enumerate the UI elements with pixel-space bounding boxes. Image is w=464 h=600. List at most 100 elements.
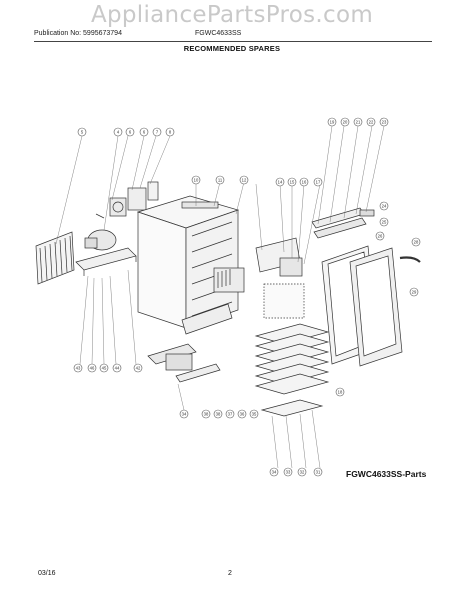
callouts-top-left: 5 4 6 6 7 8: [77, 127, 175, 137]
callouts-top-middle: 10 11 12: [191, 175, 249, 185]
callout-bubble: 28: [411, 237, 421, 247]
callout-number: 22: [369, 120, 374, 125]
callouts-bottom-middle: 34 38 38 37 36 35: [179, 409, 259, 419]
callout-bubble: 15: [287, 177, 297, 187]
callout-number: 16: [302, 180, 307, 185]
callout-number: 26: [378, 234, 383, 239]
callouts-side: 18: [335, 387, 345, 397]
callout-bubble: 25: [379, 217, 389, 227]
callout-number: 7: [156, 130, 159, 135]
callout-number: 5: [81, 130, 84, 135]
callout-number: 15: [290, 180, 295, 185]
callout-bubble: 22: [366, 117, 376, 127]
callout-number: 31: [316, 470, 321, 475]
callout-bubble: 17: [313, 177, 323, 187]
callout-bubble: 42: [133, 363, 143, 373]
model-number: FGWC4633SS: [195, 30, 242, 37]
callout-bubble: 5: [77, 127, 87, 137]
callout-bubble: 10: [191, 175, 201, 185]
callout-bubble: 21: [353, 117, 363, 127]
callout-number: 29: [412, 290, 417, 295]
callouts-top-right: 19 20 21 22 23 24 25 26 28 29: [327, 117, 421, 297]
callout-bubble: 14: [275, 177, 285, 187]
callout-number: 14: [278, 180, 283, 185]
callout-bubble: 45: [99, 363, 109, 373]
callout-number: 4: [117, 130, 120, 135]
callout-bubble: 20: [340, 117, 350, 127]
callout-number: 10: [194, 178, 199, 183]
callout-number: 45: [102, 366, 107, 371]
condenser-grille: [35, 231, 75, 285]
callout-bubble: 16: [299, 177, 309, 187]
callout-number: 12: [242, 178, 247, 183]
callout-number: 17: [316, 180, 321, 185]
callout-number: 33: [286, 470, 291, 475]
callout-bubble: 26: [375, 231, 385, 241]
callouts-bottom-left: 43 46 45 44 42: [73, 363, 143, 373]
callout-number: 28: [414, 240, 419, 245]
callout-number: 44: [115, 366, 120, 371]
callout-number: 34: [182, 412, 187, 417]
callout-bubble: 43: [73, 363, 83, 373]
callout-bubble: 31: [313, 467, 323, 477]
publication-number: Publication No: 5995673794: [34, 30, 122, 37]
callout-bubble: 18: [335, 387, 345, 397]
callout-bubble: 19: [327, 117, 337, 127]
diagram-label: FGWC4633SS-Parts: [346, 469, 427, 479]
compressor-assembly: [75, 229, 137, 276]
callout-bubble: 36: [237, 409, 247, 419]
callouts-middle-right: 14 15 16 17: [275, 177, 323, 187]
callout-bubble: 44: [112, 363, 122, 373]
callout-number: 38: [216, 412, 221, 417]
callout-bubble: 34: [179, 409, 189, 419]
callout-number: 34: [272, 470, 277, 475]
callout-number: 38: [204, 412, 209, 417]
callout-bubble: 37: [225, 409, 235, 419]
callout-number: 43: [76, 366, 81, 371]
callout-bubble: 24: [379, 201, 389, 211]
evaporator-assembly: [147, 343, 221, 383]
shelves: [254, 323, 330, 417]
callout-number: 11: [218, 178, 223, 183]
callout-number: 46: [90, 366, 95, 371]
callout-number: 37: [228, 412, 233, 417]
watermark: AppliancePartsPros.com: [90, 2, 374, 28]
callout-number: 25: [382, 220, 387, 225]
callout-bubble: 6: [139, 127, 149, 137]
callout-bubble: 38: [201, 409, 211, 419]
door: [321, 245, 421, 367]
callout-number: 32: [300, 470, 305, 475]
callout-bubble: 11: [215, 175, 225, 185]
callout-number: 20: [343, 120, 348, 125]
cabinet: [136, 195, 245, 335]
callout-bubble: 7: [152, 127, 162, 137]
callout-bubble: 23: [379, 117, 389, 127]
callout-number: 42: [136, 366, 141, 371]
callout-bubble: 35: [249, 409, 259, 419]
callout-bubble: 34: [269, 467, 279, 477]
callout-bubble: 32: [297, 467, 307, 477]
callout-number: 6: [143, 130, 146, 135]
top-trim: [311, 207, 375, 239]
callout-bubble: 29: [409, 287, 419, 297]
callout-number: 21: [356, 120, 361, 125]
callout-bubble: 46: [87, 363, 97, 373]
callout-number: 35: [252, 412, 257, 417]
callout-number: 19: [330, 120, 335, 125]
callout-number: 8: [169, 130, 172, 135]
callout-bubble: 38: [213, 409, 223, 419]
callout-bubble: 8: [165, 127, 175, 137]
callout-number: 23: [382, 120, 387, 125]
fan-assembly: [95, 181, 159, 219]
callout-number: 18: [338, 390, 343, 395]
section-title: RECOMMENDED SPARES: [183, 44, 281, 53]
callout-bubble: 6: [125, 127, 135, 137]
callout-number: 6: [129, 130, 132, 135]
header-rule: [34, 41, 432, 42]
callouts-bottom-right: 34 33 32 31: [269, 467, 323, 477]
footer-date: 03/16: [38, 570, 56, 577]
callout-bubble: 33: [283, 467, 293, 477]
callout-number: 36: [240, 412, 245, 417]
callout-bubble: 4: [113, 127, 123, 137]
